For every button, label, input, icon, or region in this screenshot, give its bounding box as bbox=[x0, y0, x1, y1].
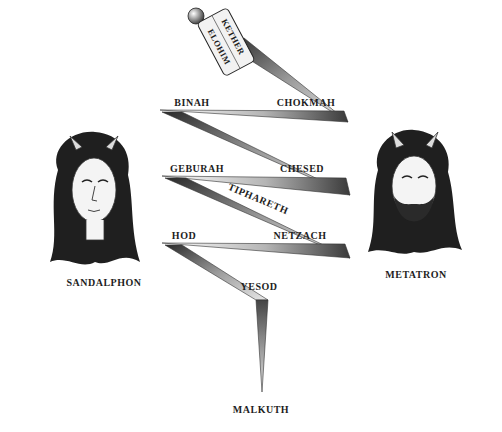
sephira-label: CHESED bbox=[280, 164, 324, 174]
horn bbox=[392, 132, 438, 148]
hair bbox=[368, 130, 462, 254]
sephira-label: CHOKMAH bbox=[277, 98, 336, 108]
neck bbox=[86, 220, 104, 240]
sandalphon-figure bbox=[50, 132, 140, 265]
sephira-label: NETZACH bbox=[274, 231, 327, 241]
beard bbox=[394, 196, 434, 222]
sephira-label: BINAH bbox=[174, 98, 209, 108]
sephira-label: YESOD bbox=[241, 282, 278, 292]
angel-name: SANDALPHON bbox=[66, 278, 141, 288]
eyes bbox=[82, 180, 108, 182]
face bbox=[72, 158, 116, 222]
nose-mouth bbox=[88, 186, 100, 212]
sephira-label: HOD bbox=[172, 231, 196, 241]
eyes bbox=[402, 176, 428, 178]
hair bbox=[50, 132, 140, 265]
bolt-segment bbox=[256, 300, 268, 392]
sword-crossguard bbox=[197, 8, 255, 77]
horn bbox=[70, 136, 118, 150]
angel-name: METATRON bbox=[385, 270, 446, 280]
sephira-label: MALKUTH bbox=[233, 405, 289, 415]
sephira-label: GEBURAH bbox=[170, 164, 224, 174]
lightning-flash bbox=[160, 38, 350, 392]
metatron-figure bbox=[368, 130, 462, 254]
sword bbox=[188, 8, 255, 77]
